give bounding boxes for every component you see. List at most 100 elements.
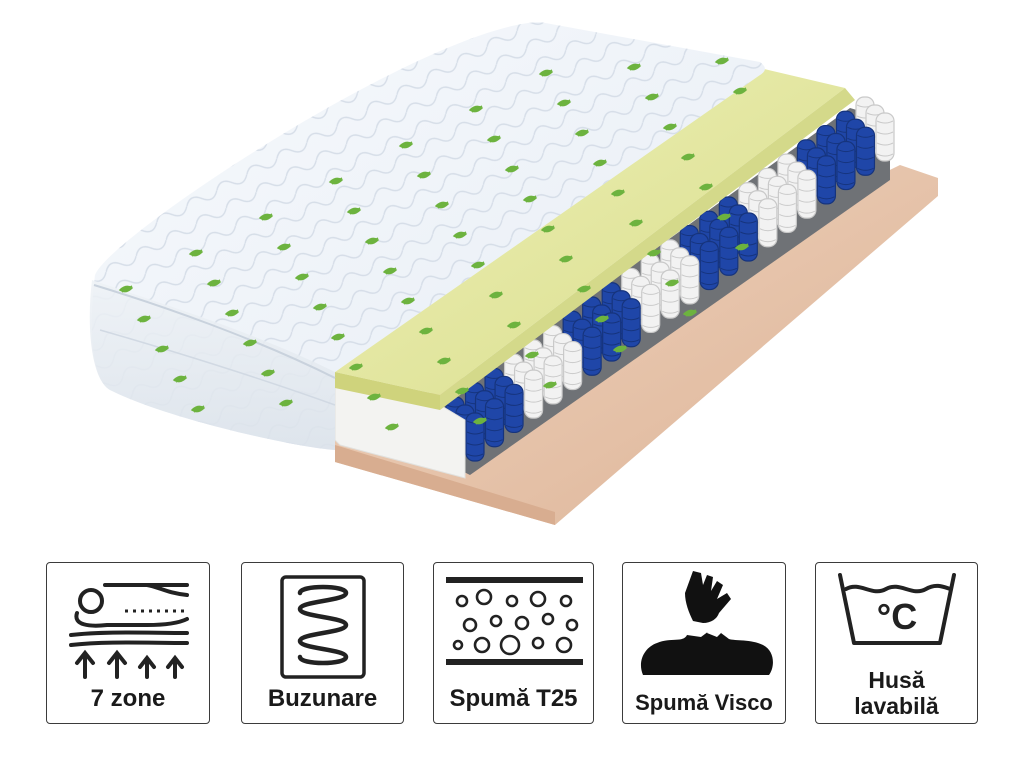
feature-card-t25-foam: Spumă T25 xyxy=(433,562,594,724)
pocket-spring xyxy=(563,340,583,391)
leaf-motif xyxy=(540,225,556,233)
pocket-spring xyxy=(699,240,719,291)
foam-bubbles-icon xyxy=(446,577,583,665)
pocket-spring xyxy=(875,112,895,162)
leaf-motif xyxy=(418,327,434,335)
leaf-motif xyxy=(680,153,696,161)
leaf-motif xyxy=(716,213,732,221)
pocket-spring xyxy=(680,255,700,305)
leaf-motif xyxy=(328,177,344,185)
leaf-motif xyxy=(558,255,574,263)
leaf-motif xyxy=(312,303,328,311)
leaf-motif xyxy=(574,129,590,137)
leaf-motif xyxy=(364,237,380,245)
leaf-motif xyxy=(136,315,152,323)
leaf-motif xyxy=(732,87,748,95)
leaf-motif xyxy=(486,135,502,143)
wash-basin-icon: °C xyxy=(838,573,956,645)
leaf-motif xyxy=(278,399,294,407)
leaf-motif xyxy=(154,345,170,353)
pocket-spring xyxy=(855,126,876,176)
leaf-motif xyxy=(330,333,346,341)
leaf-motif xyxy=(504,165,520,173)
leaf-motif xyxy=(646,249,662,257)
pocket-spring xyxy=(777,183,797,234)
leaf-motif xyxy=(260,369,276,377)
feature-card-visco-foam: Spumă Visco xyxy=(622,562,786,724)
pocket-spring xyxy=(797,169,817,219)
visco-hand-imprint-icon xyxy=(640,571,773,675)
leaf-motif xyxy=(576,285,592,293)
leaf-motif xyxy=(224,309,240,317)
leaf-motif xyxy=(628,219,644,227)
pocket-spring xyxy=(523,369,544,419)
pocket-springs-layer xyxy=(440,96,895,475)
mattress-cutaway-illustration xyxy=(89,22,938,525)
pocket-spring xyxy=(543,355,563,405)
pocket-spring xyxy=(621,298,641,348)
leaf-motif xyxy=(434,201,450,209)
pocket-spring xyxy=(504,383,524,434)
zones-body-arrows-icon xyxy=(69,583,189,679)
leaf-motif xyxy=(698,183,714,191)
leaf-motif xyxy=(452,231,468,239)
leaf-motif xyxy=(610,189,626,197)
leaf-motif xyxy=(400,297,416,305)
leaf-motif xyxy=(538,69,554,77)
leaf-motif xyxy=(346,207,362,215)
leaf-motif xyxy=(542,381,558,389)
pocket-spring-icon xyxy=(280,575,366,679)
pocket-spring xyxy=(582,326,602,376)
leaf-motif xyxy=(258,213,274,221)
leaf-motif xyxy=(294,273,310,281)
leaf-motif xyxy=(382,267,398,275)
feature-label-visco-foam: Spumă Visco xyxy=(635,690,773,715)
leaf-motif xyxy=(662,123,678,131)
leaf-motif xyxy=(594,315,610,323)
pocket-spring xyxy=(719,226,739,276)
wash-temperature-symbol: °C xyxy=(877,596,917,637)
leaf-motif xyxy=(472,417,488,425)
feature-label-7-zones: 7 zone xyxy=(90,685,166,712)
quilted-cover xyxy=(89,22,765,450)
feature-label-t25-foam: Spumă T25 xyxy=(449,685,578,712)
leaf-motif xyxy=(626,63,642,71)
leaf-motif xyxy=(276,243,292,251)
leaf-motif xyxy=(188,249,204,257)
visco-foam-layer xyxy=(335,68,855,410)
leaf-motif xyxy=(468,105,484,113)
leaf-motif xyxy=(522,195,538,203)
feature-card-pocket-springs: Buzunare xyxy=(241,562,404,724)
leaf-motif xyxy=(644,93,660,101)
leaf-motif xyxy=(612,345,628,353)
leaf-motif xyxy=(348,363,364,371)
leaf-motif xyxy=(436,357,452,365)
leaf-motif xyxy=(714,57,730,65)
leaf-motif xyxy=(416,171,432,179)
feature-card-7-zones: 7 zone xyxy=(46,562,210,724)
leaf-motif xyxy=(454,387,470,395)
leaf-motif xyxy=(592,159,608,167)
pocket-spring xyxy=(641,283,661,334)
leaf-motif xyxy=(172,375,188,383)
leaf-motif xyxy=(470,261,486,269)
pocket-spring xyxy=(836,140,856,191)
leaf-motif xyxy=(366,393,382,401)
pocket-spring xyxy=(758,198,778,248)
leaf-motif xyxy=(524,351,540,359)
leaf-motif xyxy=(384,423,400,431)
pocket-spring xyxy=(484,398,505,448)
feature-label-washable-line2: lavabilă xyxy=(854,693,939,719)
leaf-motif xyxy=(190,405,206,413)
leaf-motif xyxy=(118,285,134,293)
pocket-spring xyxy=(465,412,485,462)
feature-label-washable-line1: Husă xyxy=(868,667,925,693)
pocket-spring xyxy=(816,155,837,205)
leaf-motif xyxy=(556,99,572,107)
leaf-motif xyxy=(242,339,258,347)
feature-card-washable-cover: °C Husă lavabilă xyxy=(815,562,978,724)
leaf-motif xyxy=(734,243,750,251)
leaf-motif xyxy=(506,321,522,329)
